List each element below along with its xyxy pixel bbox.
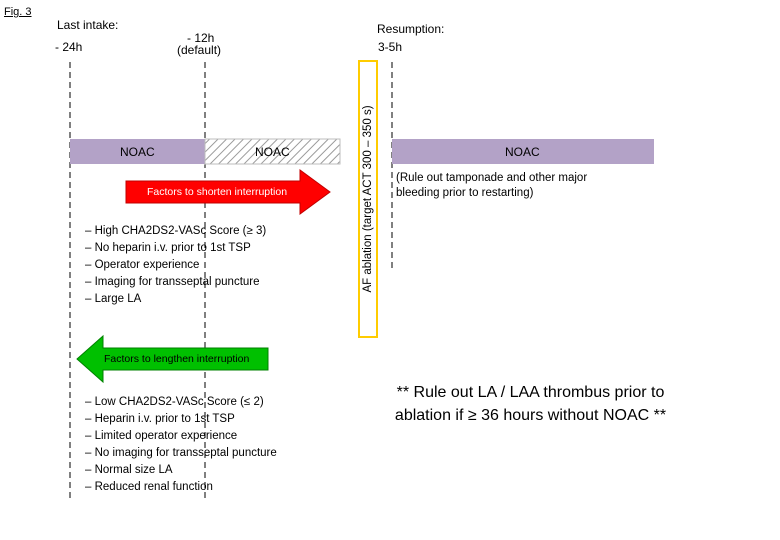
ablation-box <box>358 60 378 338</box>
shorten-arrow-label: Factors to shorten interruption <box>147 186 288 198</box>
shorten-factor-item: – No heparin i.v. prior to 1st TSP <box>85 242 251 254</box>
noac-label-left: NOAC <box>120 145 155 159</box>
shorten-factor-text: Operator experience <box>94 259 200 271</box>
lengthen-arrow <box>76 334 269 384</box>
shorten-factor-item: – Large LA <box>85 293 142 305</box>
shorten-factor-text: Large LA <box>94 293 142 305</box>
shorten-arrow <box>125 169 331 215</box>
figure-label: Fig. 3 <box>4 6 32 18</box>
resumption-value: 3-5h <box>378 40 403 54</box>
shorten-factor-text: Imaging for transseptal puncture <box>94 276 260 288</box>
thrombus-note: ** Rule out LA / LAA thrombus prior to a… <box>394 384 667 424</box>
lengthen-factor-text: Low CHA2DS2-VASc Score (≤ 2) <box>94 396 264 408</box>
lengthen-arrow-label: Factors to lengthen interruption <box>104 353 250 365</box>
lengthen-factor-item: – Reduced renal function <box>85 481 213 493</box>
last-intake-24h-label: - 24h <box>55 40 83 54</box>
shorten-factor-text: No heparin i.v. prior to 1st TSP <box>94 242 251 254</box>
tamponade-note: (Rule out tamponade and other major blee… <box>396 172 588 199</box>
shorten-factor-text: High CHA2DS2-VASc Score (≥ 3) <box>94 225 267 237</box>
shorten-factor-item: – Imaging for transseptal puncture <box>85 276 260 288</box>
lengthen-factor-text: Heparin i.v. prior to 1st TSP <box>94 413 235 425</box>
lengthen-factors-list: – Low CHA2DS2-VASc Score (≤ 2) – Heparin… <box>85 394 277 496</box>
noac-label-right: NOAC <box>505 145 540 159</box>
noac-label-middle: NOAC <box>255 145 290 159</box>
lengthen-factor-item: – Limited operator experience <box>85 430 238 442</box>
shorten-factor-item: – Operator experience <box>85 259 200 271</box>
noac-bar-left <box>70 139 205 164</box>
ablation-label: AF ablation (target ACT 300 – 350 s) <box>362 105 374 293</box>
lengthen-factor-text: Normal size LA <box>94 464 173 476</box>
noac-bar-middle-hatched <box>204 138 341 165</box>
shorten-factor-item: – High CHA2DS2-VASc Score (≥ 3) <box>85 225 267 237</box>
lengthen-factor-item: – Heparin i.v. prior to 1st TSP <box>85 413 235 425</box>
last-intake-title: Last intake: <box>57 18 119 32</box>
lengthen-factor-text: Reduced renal function <box>94 481 213 493</box>
lengthen-factor-item: – Low CHA2DS2-VASc Score (≤ 2) <box>85 396 264 408</box>
lengthen-factor-text: Limited operator experience <box>94 430 238 442</box>
last-intake-default-label: (default) <box>177 43 222 57</box>
noac-bar-right <box>392 139 654 164</box>
lengthen-factor-item: – No imaging for transseptal puncture <box>85 447 277 459</box>
shorten-factors-list: – High CHA2DS2-VASc Score (≥ 3) – No hep… <box>85 223 266 308</box>
lengthen-factor-item: – Normal size LA <box>85 464 173 476</box>
lengthen-factor-text: No imaging for transseptal puncture <box>94 447 277 459</box>
last-intake-12h-label: - 12h <box>187 31 215 45</box>
resumption-title: Resumption: <box>377 22 445 36</box>
